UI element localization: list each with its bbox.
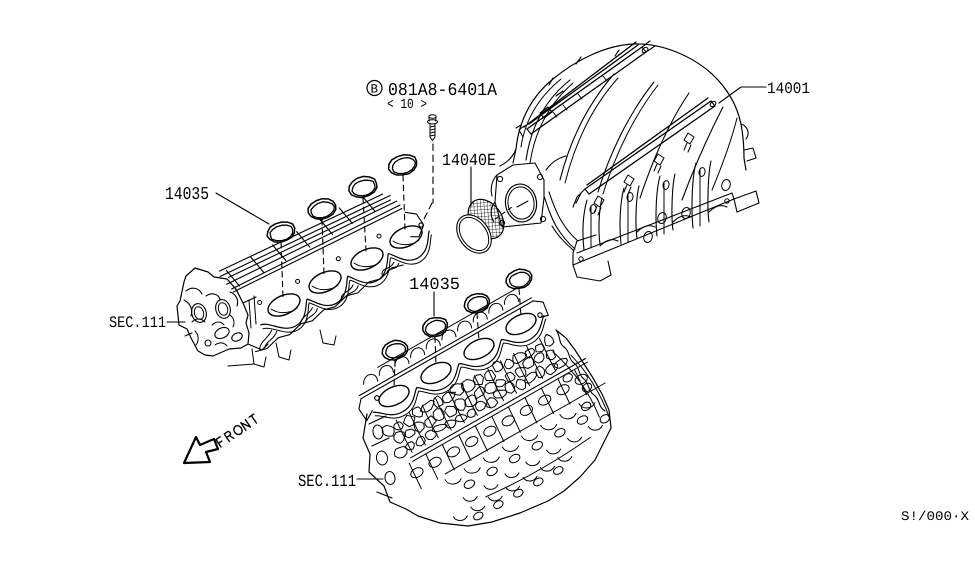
svg-text:081A8-6401A: 081A8-6401A <box>388 81 497 101</box>
svg-text:< 10 >: < 10 > <box>387 97 427 113</box>
svg-text:S!/000·X: S!/000·X <box>901 509 969 524</box>
svg-text:B: B <box>371 83 379 97</box>
svg-text:SEC.111: SEC.111 <box>298 473 356 492</box>
svg-text:14035: 14035 <box>409 276 460 295</box>
svg-text:SEC.111: SEC.111 <box>109 314 166 332</box>
svg-text:14040E: 14040E <box>442 152 496 171</box>
svg-text:14001: 14001 <box>767 80 810 98</box>
svg-text:14035: 14035 <box>165 185 209 205</box>
